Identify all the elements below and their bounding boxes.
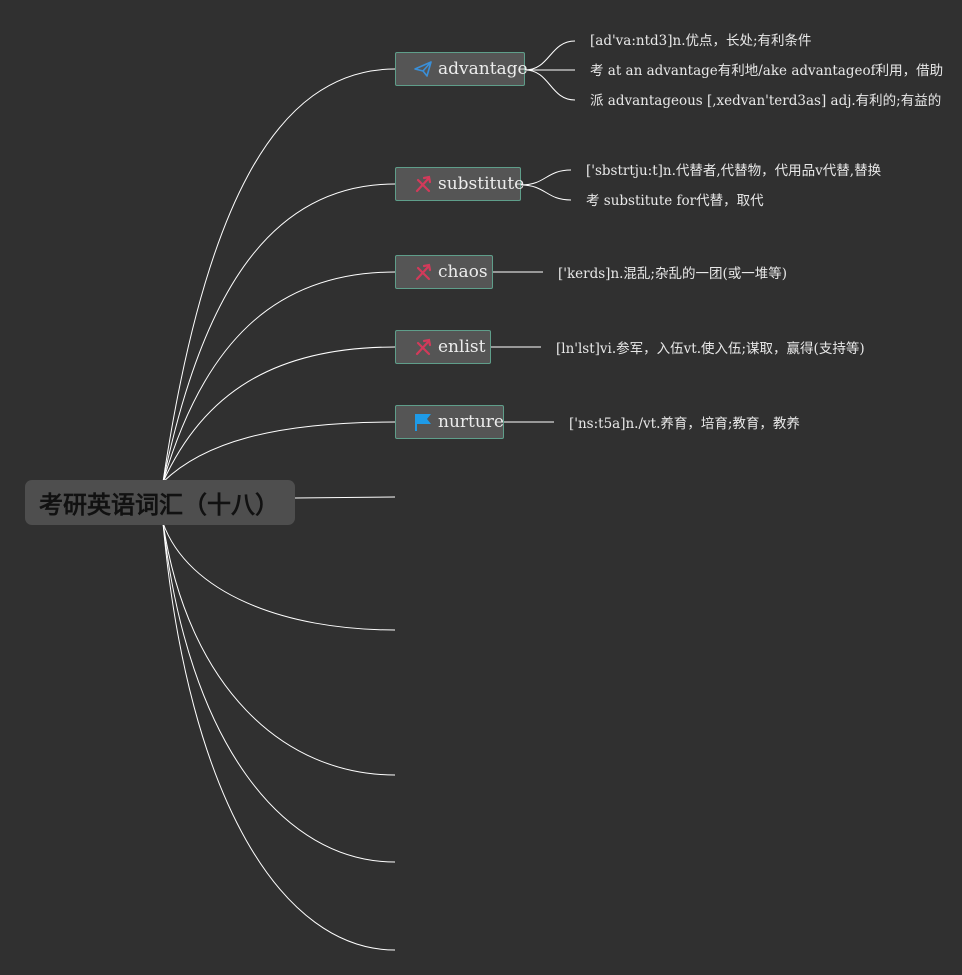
edge-advantage-3 [524,69,576,101]
detail-chaos-phonetic[interactable]: ['kerds]n.混乱;杂乱的一团(或一堆等) [558,266,788,282]
branch-label: chaos [438,262,488,282]
tools-icon [413,262,433,282]
paper-plane-icon [413,59,433,79]
edge-root-advantage [162,68,396,483]
detail-advantage-derived[interactable]: 派 advantageous [,xedvan'terd3as] adj.有利的… [590,93,942,109]
detail-enlist-phonetic[interactable]: [ln'lst]vi.参军，入伍vt.使入伍;谋取，赢得(支持等) [556,341,865,357]
edge-root-chaos [162,271,396,483]
branch-advantage[interactable]: advantage [395,52,528,86]
edge-root-empty-middle [294,496,396,499]
tools-icon [413,174,433,194]
branch-label: advantage [438,59,528,79]
branch-chaos[interactable]: chaos [395,255,493,289]
root-title: 考研英语词汇（十八） [39,491,279,519]
edge-root-empty-1 [162,522,396,631]
branch-label: enlist [438,337,486,357]
branch-enlist[interactable]: enlist [395,330,491,364]
tools-icon [413,337,433,357]
branch-label: substitute [438,174,525,194]
edge-advantage-1 [524,40,576,71]
edge-substitute-1 [520,169,572,186]
edge-root-enlist [162,346,396,483]
root-topic[interactable]: 考研英语词汇（十八） [25,480,295,525]
edge-root-nurture [162,421,396,483]
edge-root-empty-2 [162,522,396,776]
flag-icon [413,412,433,432]
detail-substitute-phonetic[interactable]: ['sbstrtju:t]n.代替者,代替物，代用品v代替,替换 [586,163,882,179]
edge-root-empty-3 [162,522,396,863]
edge-substitute-2 [520,184,572,201]
edge-root-substitute [162,183,396,483]
edge-root-empty-4 [162,522,396,951]
detail-substitute-phrase[interactable]: 考 substitute for代替，取代 [586,193,764,209]
branch-label: nurture [438,412,504,432]
branch-substitute[interactable]: substitute [395,167,525,201]
detail-advantage-phrase[interactable]: 考 at an advantage有利地/ake advantageof利用，借… [590,63,944,79]
detail-nurture-phonetic[interactable]: ['ns:t5a]n./vt.养育，培育;教育，教养 [569,416,800,432]
detail-advantage-phonetic[interactable]: [ad'va:ntd3]n.优点，长处;有利条件 [590,33,812,49]
branch-nurture[interactable]: nurture [395,405,504,439]
